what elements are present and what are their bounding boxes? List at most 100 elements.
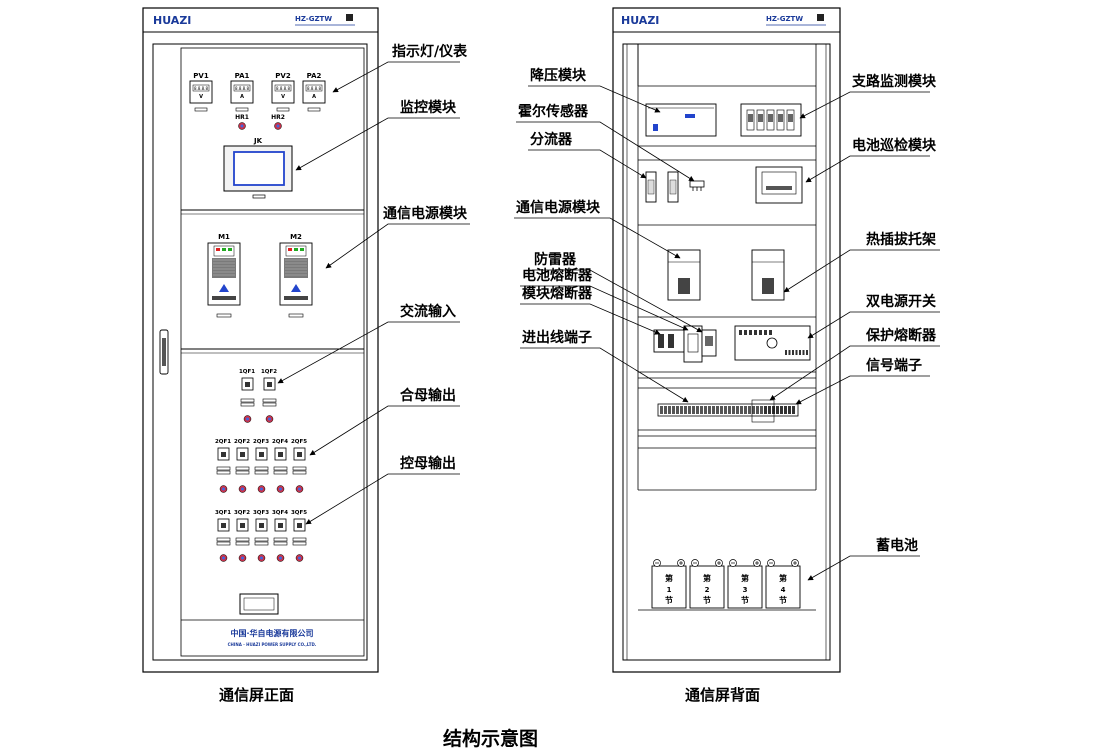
- fuse-block: [653, 325, 717, 363]
- breaker-lamp-center: [260, 556, 263, 560]
- terminal-block: [700, 406, 703, 414]
- breaker-tag: [235, 537, 250, 542]
- module-handle: [284, 296, 308, 300]
- back-leader-lines: [514, 85, 940, 581]
- breaker-toggle: [267, 382, 272, 387]
- hotswap-connector: [762, 278, 774, 294]
- leader-branch: [799, 91, 930, 119]
- leader-back-rectifier: [514, 217, 681, 259]
- terminal-block: [792, 406, 795, 414]
- module-logo: [291, 284, 301, 292]
- terminal-block: [756, 406, 759, 414]
- terminal-block: [660, 406, 663, 414]
- breaker-tag: [292, 466, 307, 471]
- module-name: M1: [218, 233, 230, 241]
- buck-label-strip: [685, 114, 695, 118]
- module-tag: [216, 313, 232, 318]
- ats-pin-bottom: [795, 350, 798, 355]
- ats-pin-top: [769, 330, 772, 335]
- leader-shunt: [528, 149, 647, 179]
- battery-cell: [651, 565, 687, 609]
- indicator-lamp-center: [276, 124, 280, 128]
- breaker-tag: [254, 466, 269, 471]
- breaker-tag: [262, 398, 277, 403]
- battery-label-post: 节: [665, 595, 673, 605]
- battery-inspection-panel: [761, 171, 797, 195]
- battery-inspection-connector: [766, 186, 792, 190]
- terminal-block: [740, 406, 743, 414]
- leader-battery-inspect: [805, 155, 930, 183]
- meter-display: [274, 84, 292, 92]
- leader-hall: [516, 121, 695, 182]
- breaker-toggle: [240, 452, 245, 457]
- terminal-block: [708, 406, 711, 414]
- meter-reading: 8.8.8.8: [307, 86, 321, 91]
- branch-cell-core: [778, 114, 783, 122]
- leader-surge: [532, 269, 703, 333]
- breaker-tag-2: [240, 402, 255, 407]
- terminal-block: [684, 406, 687, 414]
- ats-pin-top: [759, 330, 762, 335]
- breaker-tag: [292, 537, 307, 542]
- breaker-tag-2: [273, 541, 288, 546]
- breaker-tag-2: [273, 470, 288, 475]
- surge-arrester-core: [705, 336, 713, 346]
- label-battery-fuse: 电池熔断器: [522, 268, 592, 284]
- breaker-label: 3QF5: [291, 510, 307, 516]
- battery-label-post: 节: [741, 595, 749, 605]
- front-door-outer: [152, 43, 368, 661]
- battery-cell: [689, 565, 725, 609]
- terminal-block: [716, 406, 719, 414]
- shunt-2-core: [669, 179, 677, 195]
- meter-unit: V: [199, 94, 203, 100]
- breaker-label: 3QF1: [215, 510, 231, 516]
- meter-unit: A: [240, 94, 244, 100]
- breaker-lamp-center: [260, 487, 263, 491]
- terminal-block: [788, 406, 791, 414]
- diagram-title: 结构示意图: [443, 728, 539, 750]
- terminal-block: [784, 406, 787, 414]
- label-control-bus-output: 控母输出: [400, 456, 456, 472]
- branch-cell-core: [748, 114, 753, 122]
- ats-pin-bottom: [785, 350, 787, 355]
- monitor-screen: [233, 151, 285, 186]
- breaker-tag-2: [254, 470, 269, 475]
- leader-module-fuse: [520, 303, 661, 335]
- terminal-block: [664, 406, 667, 414]
- terminal-block: [764, 406, 767, 414]
- breaker-tag-2: [292, 541, 307, 546]
- front-cabinet: HUAZI HZ-GZTW PV18.8.8.8VPA18.8.8.8APV28…: [142, 7, 379, 673]
- battery-inspection-module: [755, 166, 803, 204]
- leader-ac-input: [277, 321, 460, 384]
- terminal-block: [744, 406, 747, 414]
- module-led-green: [294, 248, 298, 251]
- terminal-block: [692, 406, 695, 414]
- battery-label-pre: 第: [741, 573, 749, 583]
- label-monitor-module: 监控模块: [400, 100, 456, 116]
- leader-monitor: [295, 117, 460, 171]
- leader-battery: [807, 555, 920, 581]
- leader-hotswap: [783, 249, 940, 293]
- breaker-tag-2: [216, 541, 231, 546]
- breaker-label: 2QF1: [215, 439, 231, 445]
- breaker-label: 1QF2: [261, 369, 277, 375]
- label-indicator-meter: 指示灯/仪表: [392, 44, 468, 60]
- breaker-toggle: [297, 452, 302, 457]
- breaker-label: 2QF5: [291, 439, 307, 445]
- label-signal-terminal: 信号端子: [866, 358, 922, 374]
- module-led-red: [288, 248, 292, 251]
- leader-control-bus: [305, 473, 460, 525]
- monitor-tag: [252, 194, 266, 199]
- meter-tag: [307, 107, 321, 112]
- shunt-1-core: [647, 179, 655, 195]
- battery-label-num: 1: [667, 586, 672, 594]
- terminal-block: [752, 406, 755, 414]
- module-led-green-2: [228, 248, 232, 251]
- breaker-label: 3QF4: [272, 510, 288, 516]
- leader-battery-fuse: [520, 285, 689, 331]
- breaker-toggle: [278, 452, 283, 457]
- terminal-block: [712, 406, 715, 414]
- meter-display: [305, 84, 323, 92]
